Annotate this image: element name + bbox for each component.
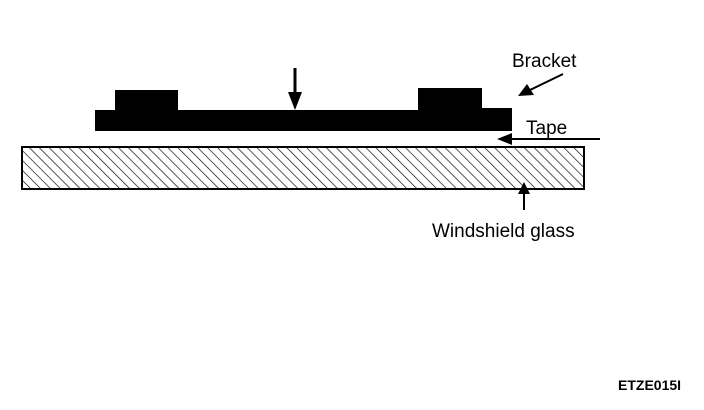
tape-leader-arrow <box>497 133 600 145</box>
tape-label: Tape <box>526 118 567 139</box>
windshield-glass-label: Windshield glass <box>432 221 575 242</box>
windshield-glass-shape <box>21 146 585 190</box>
tape-layer <box>95 128 512 131</box>
bracket-shape <box>95 88 512 128</box>
bracket-leader-arrow <box>518 73 564 96</box>
figure-code: ETZE015I <box>618 377 681 393</box>
bracket-label: Bracket <box>512 51 577 72</box>
glass-leader-arrow <box>518 182 530 210</box>
press-down-arrow <box>288 68 302 110</box>
